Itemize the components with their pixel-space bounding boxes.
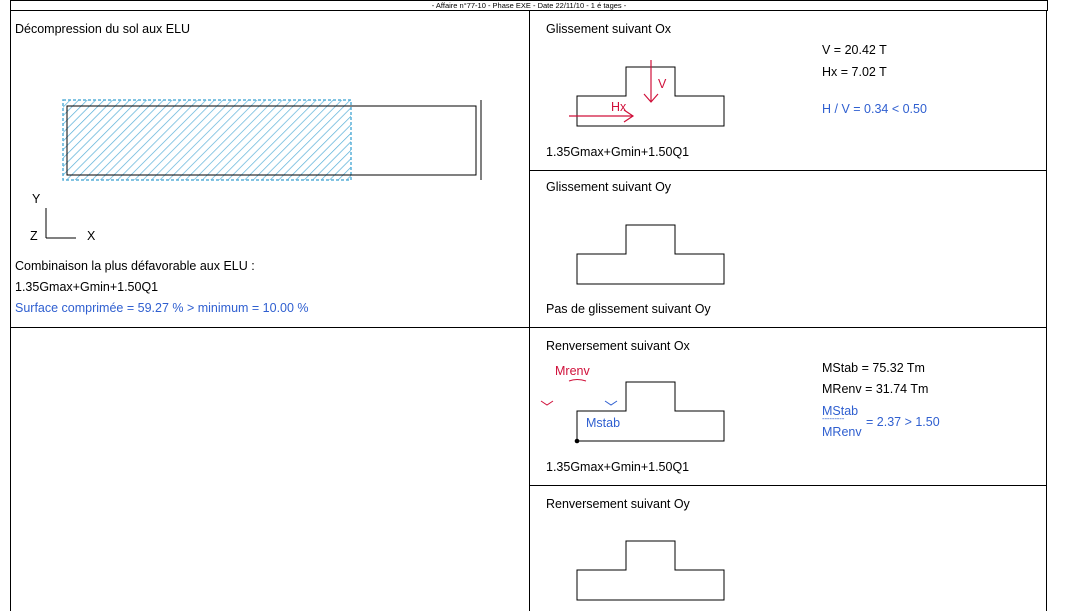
axis-z-label: Z [30, 229, 38, 243]
axis-x-label: X [87, 229, 96, 243]
decompression-combination-label: Combinaison la plus défavorable aux ELU … [15, 259, 255, 273]
glissement-oy-result: Pas de glissement suivant Oy [546, 302, 711, 316]
glissement-ox-ratio: H / V = 0.34 < 0.50 [822, 102, 927, 116]
footing-shape [576, 540, 725, 601]
right-border [1046, 10, 1047, 611]
renversement-oy-title: Renversement suivant Oy [546, 497, 690, 511]
surface-result: Surface comprimée = 59.27 % > minimum = … [15, 301, 309, 315]
mrenv-arc-left [540, 400, 554, 406]
mstab-arc [604, 400, 618, 406]
label-mstab: Mstab [586, 416, 621, 430]
foundation-outline [66, 105, 477, 176]
header-title: - Affaire n°77-10 - Phase EXE - Date 22/… [431, 1, 627, 10]
v-arrow-head [643, 93, 659, 103]
mrenv-value: MRenv = 31.74 Tm [822, 382, 929, 396]
decompression-combination: 1.35Gmax+Gmin+1.50Q1 [15, 280, 159, 294]
fraction-bar: --------- [822, 414, 845, 423]
footing-shape [576, 66, 725, 127]
glissement-oy-title: Glissement suivant Oy [546, 180, 672, 194]
mrenv-arc-top [568, 379, 587, 382]
hx-arrow-head [623, 109, 635, 123]
v-value: V = 20.42 T [822, 43, 887, 57]
label-hx: Hx [611, 100, 627, 114]
renversement-ox-title: Renversement suivant Ox [546, 339, 690, 353]
left-border [10, 10, 11, 611]
decompression-title: Décompression du sol aux ELU [15, 22, 191, 36]
glissement-ox-title: Glissement suivant Ox [546, 22, 672, 36]
mstab-value: MStab = 75.32 Tm [822, 361, 925, 375]
axis-y-label: Y [32, 192, 41, 206]
renversement-ox-combination: 1.35Gmax+Gmin+1.50Q1 [546, 460, 690, 474]
footing-shape [576, 381, 725, 442]
right-divider-1 [530, 170, 1046, 171]
footing-shape [576, 224, 725, 285]
label-v: V [658, 77, 667, 91]
hx-value: Hx = 7.02 T [822, 65, 887, 79]
fraction-denominator: MRenv [822, 425, 862, 439]
pivot-point [574, 438, 580, 444]
glissement-ox-combination: 1.35Gmax+Gmin+1.50Q1 [546, 145, 690, 159]
column-divider [529, 10, 530, 611]
label-mrenv: Mrenv [555, 364, 590, 378]
right-divider-2 [530, 485, 1046, 486]
renversement-ox-ratio: = 2.37 > 1.50 [866, 415, 940, 429]
compressed-zone [62, 99, 352, 181]
fraction-numerator: MStab [822, 404, 859, 418]
row-divider [10, 327, 1046, 328]
